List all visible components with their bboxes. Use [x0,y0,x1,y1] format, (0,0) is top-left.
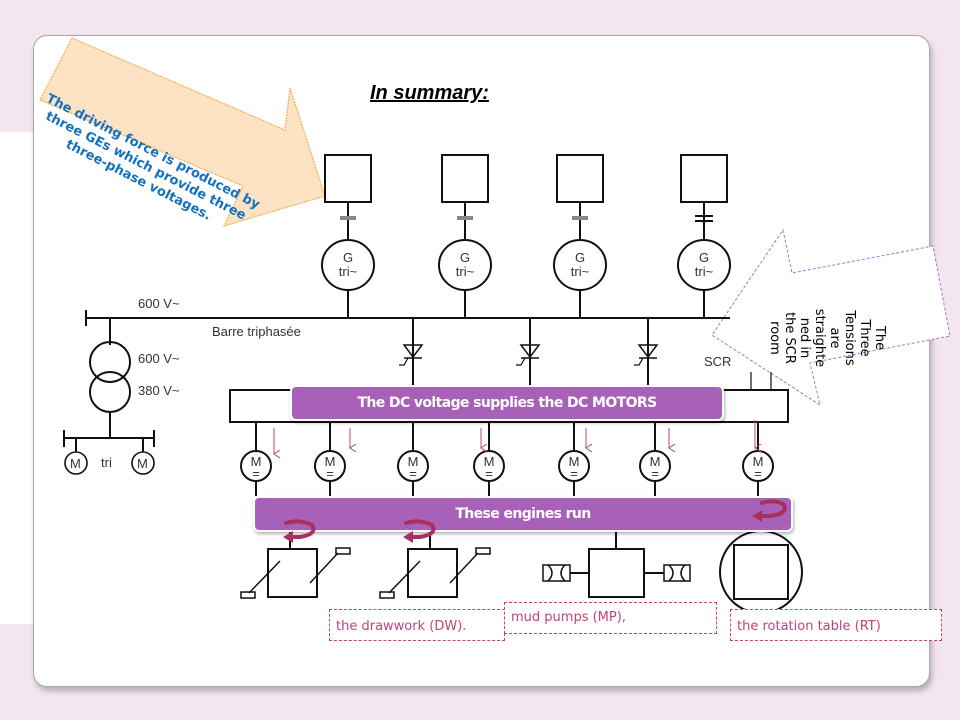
rotation-table-symbol [719,530,803,614]
dc-motors [240,422,774,496]
scr-callout-arrow [711,228,951,407]
motor-7-dc: = [754,466,762,481]
scr-label: SCR [704,354,731,369]
scr-callout-text: The Three Tensions are straighte ned in … [767,248,887,428]
scr-callout-line: Tensions [842,310,857,366]
motor-3-dc: = [409,466,417,481]
drawwork-1-symbol [240,528,351,599]
aux-motor-tri-label: tri [101,455,112,470]
slide-title: In summary: [370,82,489,104]
generator-3-symbol: G [575,250,585,265]
motor-3-symbol: M [408,454,419,469]
motor-2-symbol: M [325,454,336,469]
generator-1-symbol: G [343,250,353,265]
engine-box [680,154,728,203]
scr-callout-line: The [872,325,887,351]
generator-2-type: tri~ [456,264,475,279]
left-margin-strip [0,132,33,624]
engine-box [324,154,372,203]
aux-motor-2 [131,451,155,475]
generator-3-type: tri~ [571,264,590,279]
generator-2-symbol: G [460,250,470,265]
engine-box [441,154,489,203]
generator-unit-2 [438,154,492,318]
generator-unit-1 [321,154,375,318]
drawwork-2-symbol [379,528,491,599]
bus-name-label: Barre triphasée [212,324,301,339]
transformer [63,318,155,475]
generator-unit-3 [553,154,607,318]
mud-pump-symbol [542,528,691,598]
motor-1-dc: = [252,466,260,481]
transformer-secondary-label: 380 V~ [138,383,180,398]
motor-6-dc: = [651,466,659,481]
mud-pumps-caption: mud pumps (MP), [504,602,717,634]
scr-callout-line: Three [857,319,872,357]
generator-callout-arrow [39,37,326,227]
rotation-table-caption: the rotation table (RT) [730,609,942,641]
scr-thyristor-2 [516,318,541,392]
aux-motor-2-label: M [137,456,148,471]
scr-callout-line: straighte [812,308,827,368]
motor-4-symbol: M [484,454,495,469]
aux-motor-1 [64,451,88,475]
transformer-primary-label: 600 V~ [138,351,180,366]
scr-callout-line: are [827,327,842,349]
motor-2-dc: = [326,466,334,481]
motor-7-symbol: M [753,454,764,469]
scr-callout-line: the SCR [782,312,797,364]
engines-run-banner: These engines run [253,496,793,532]
scr-thyristor-3 [634,318,659,392]
generator-1-type: tri~ [339,264,358,279]
generator-4-symbol: G [699,250,709,265]
motor-4-dc: = [485,466,493,481]
motor-5-symbol: M [569,454,580,469]
motor-6-symbol: M [650,454,661,469]
generator-unit-4 [677,154,731,318]
generator-4-type: tri~ [695,264,714,279]
motor-labels: M = M = M = M = M = M = M = [251,454,764,481]
scr-thyristor-1 [399,318,424,392]
motor-5-dc: = [570,466,578,481]
dc-supply-banner: The DC voltage supplies the DC MOTORS [290,385,724,421]
supply-arrows [274,420,755,454]
scr-callout-line: ned in [797,317,812,359]
generator-labels: G tri~ G tri~ G tri~ G tri~ [339,250,714,279]
motor-1-symbol: M [251,454,262,469]
scr-callout-line: room [767,321,782,355]
drawwork-caption: the drawwork (DW). [329,609,505,641]
engine-box [556,154,604,203]
bus-voltage-label: 600 V~ [138,296,180,311]
aux-motor-1-label: M [70,456,81,471]
